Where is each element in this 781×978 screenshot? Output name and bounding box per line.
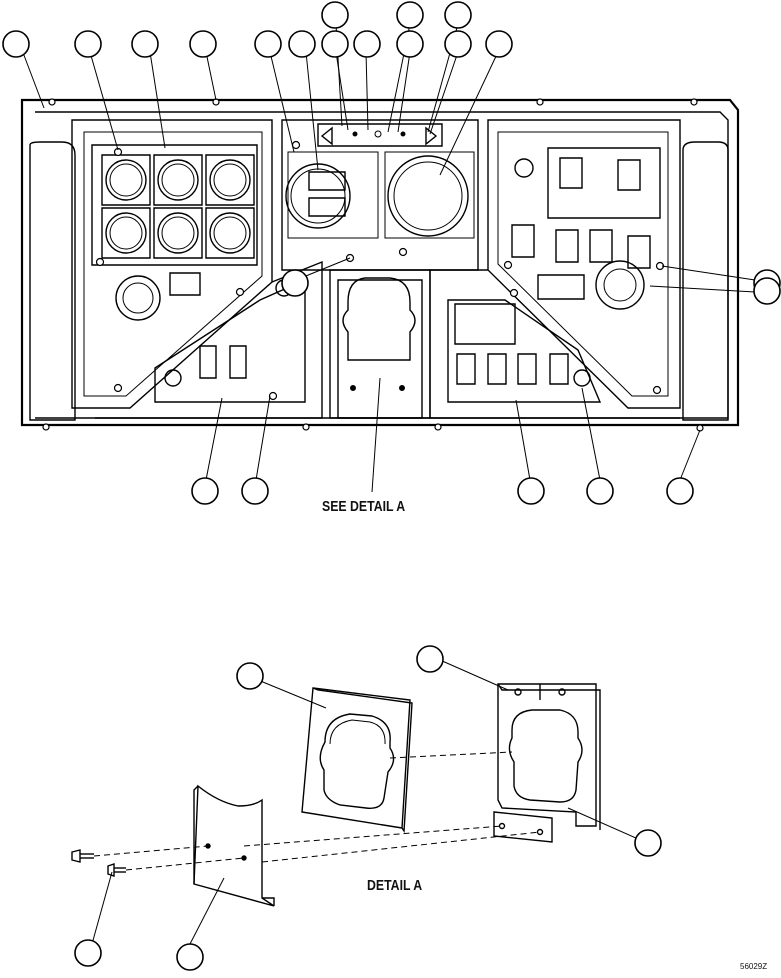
detail-callouts — [75, 646, 661, 970]
detail-title: DETAIL A — [367, 877, 423, 894]
see-detail-label: SEE DETAIL A — [322, 498, 406, 515]
top-callouts — [3, 2, 780, 504]
left-subpanel — [72, 120, 272, 408]
control-panel — [22, 99, 738, 431]
right-subpanel — [488, 120, 680, 408]
drawing-number: 56029Z — [740, 962, 768, 971]
receptacle-group — [92, 145, 257, 265]
gauge-section — [282, 120, 478, 270]
detail-a-drawing — [72, 684, 600, 906]
